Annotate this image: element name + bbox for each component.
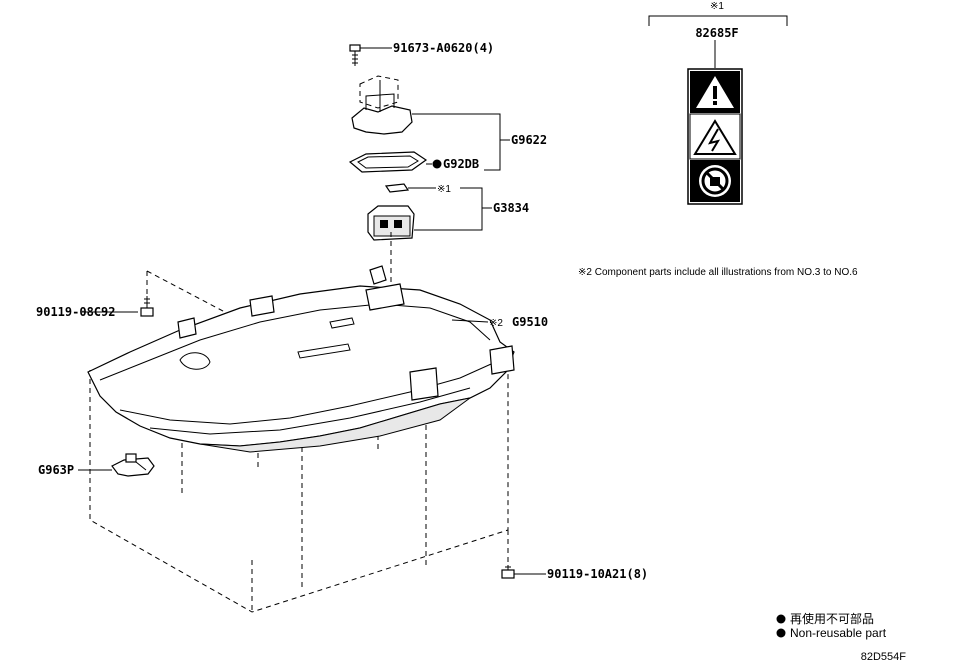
component-note: ※2 Component parts include all illustrat… xyxy=(578,267,858,278)
legend-dot-icon xyxy=(776,628,786,638)
warning-triangle-icon xyxy=(696,76,734,108)
diagram-code: 82D554F xyxy=(861,651,907,663)
label-g9622[interactable]: G9622 xyxy=(511,133,547,147)
battery-pack-part xyxy=(87,265,515,453)
legend-en: Non-reusable part xyxy=(790,626,887,640)
label-g9510-mark: ※2 xyxy=(489,318,503,329)
bolt-top-icon xyxy=(349,44,361,66)
label-g3834[interactable]: G3834 xyxy=(493,201,529,215)
gasket-part xyxy=(348,151,428,173)
label-bolt-top[interactable]: 91673-A0620(4) xyxy=(393,41,494,55)
label-panel-part-number[interactable]: 82685F xyxy=(695,26,738,40)
service-plug-part xyxy=(367,205,415,241)
label-bolt-bottom[interactable]: 90119-10A21(8) xyxy=(547,567,648,581)
label-g963p[interactable]: G963P xyxy=(38,463,74,477)
legend-dot-icon xyxy=(776,614,786,624)
legend: 再使用不可部品 Non-reusable part xyxy=(776,611,887,640)
label-g92db[interactable]: G92DB xyxy=(443,157,479,171)
bolt-bottom-icon xyxy=(501,565,515,579)
warning-label-panel: ※1 82685F xyxy=(648,1,788,205)
legend-jp: 再使用不可部品 xyxy=(790,611,874,626)
label-bolt-left[interactable]: 90119-08C92 xyxy=(36,305,115,319)
sensor-part xyxy=(111,453,155,477)
label-panel-ref: ※1 xyxy=(710,1,724,12)
label-ref1-small: ※1 xyxy=(437,184,451,195)
non-reusable-dot-icon xyxy=(432,159,442,169)
small-label-part xyxy=(384,183,410,193)
cover-part xyxy=(351,75,413,135)
bolt-left-icon xyxy=(140,296,154,317)
electric-hazard-icon xyxy=(693,119,737,155)
label-g9510[interactable]: G9510 xyxy=(512,315,548,329)
no-touch-icon xyxy=(699,165,731,197)
